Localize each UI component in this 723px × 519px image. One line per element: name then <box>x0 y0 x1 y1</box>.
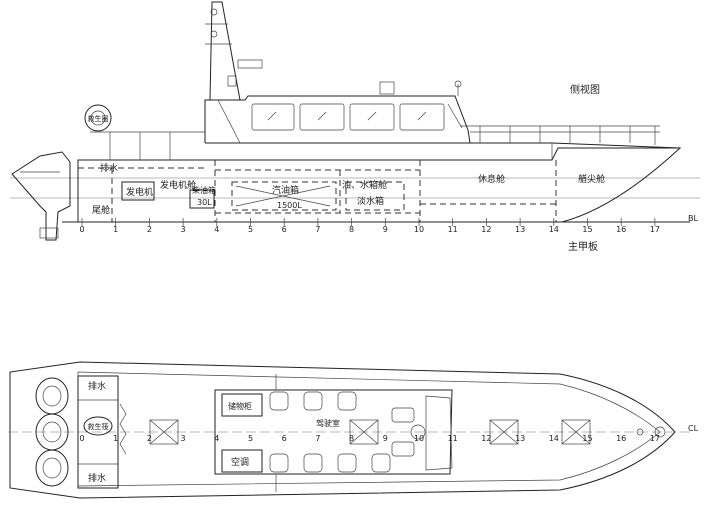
mast <box>205 1 263 101</box>
plan-frame-label-3: 3 <box>181 434 186 443</box>
wheelhouse-outline <box>214 389 453 475</box>
side-frame-label-5: 5 <box>248 225 253 234</box>
plan-view: CL 排水 排水 救生筏 <box>8 361 699 499</box>
side-frame-label-2: 2 <box>147 225 152 234</box>
side-view-title: 侧视图 <box>570 83 600 96</box>
cabin-windows <box>251 103 463 131</box>
plan-frame-label-17: 17 <box>650 434 660 443</box>
baseline-label: BL <box>688 214 698 223</box>
lifebuoy-label: 救生圈 <box>88 114 109 123</box>
seats <box>269 391 426 473</box>
side-frame-label-10: 10 <box>414 225 424 234</box>
plan-frame-label-12: 12 <box>481 434 491 443</box>
storage-box <box>221 393 263 417</box>
drain-bottom-label: 排水 <box>88 472 106 484</box>
side-frame-label-11: 11 <box>448 225 458 234</box>
aircon-box <box>221 449 263 473</box>
side-frame-label-12: 12 <box>481 225 491 234</box>
plan-frame-label-8: 8 <box>349 434 354 443</box>
plan-frame-label-11: 11 <box>448 434 458 443</box>
fuel-tank-label: 汽油箱 <box>272 184 299 196</box>
side-frame-label-15: 15 <box>582 225 592 234</box>
side-frame-label-14: 14 <box>549 225 559 234</box>
side-frame-label-0: 0 <box>79 225 84 234</box>
plan-frame-label-15: 15 <box>582 434 592 443</box>
rest-room-label: 休息舱 <box>478 173 505 185</box>
fresh-water-box <box>345 181 405 211</box>
plan-frame-label-1: 1 <box>113 434 118 443</box>
generator-room-label: 发电机舱 <box>160 179 196 191</box>
fuel-tank-box <box>231 181 337 211</box>
side-frame-label-8: 8 <box>349 225 354 234</box>
generator-label: 发电机 <box>126 186 153 198</box>
fresh-water-label: 淡水箱 <box>357 195 384 207</box>
side-frame-label-13: 13 <box>515 225 525 234</box>
side-frame-label-1: 1 <box>113 225 118 234</box>
aircon-label: 空调 <box>231 456 249 468</box>
bow-room-label: 艏尖舱 <box>578 173 605 185</box>
drain-top-label: 排水 <box>88 380 106 392</box>
compartment-lines <box>78 160 557 222</box>
outboard-engines-plan <box>35 377 69 487</box>
oil-water-room-label: 油、水箱舱 <box>342 179 387 191</box>
fuel-volume: 1500L <box>277 201 302 210</box>
plan-frame-label-16: 16 <box>616 434 626 443</box>
liferaft-icon <box>83 416 113 436</box>
plan-frame-label-10: 10 <box>414 434 424 443</box>
plan-frame-label-5: 5 <box>248 434 253 443</box>
plan-frame-label-4: 4 <box>214 434 219 443</box>
side-frame-label-6: 6 <box>282 225 287 234</box>
plan-frame-label-14: 14 <box>549 434 559 443</box>
life-buoy <box>84 104 112 132</box>
liferaft-label: 救生筏 <box>88 422 109 431</box>
plan-frame-label-6: 6 <box>282 434 287 443</box>
wheelhouse-label: 驾驶室 <box>316 418 340 428</box>
plan-frame-label-9: 9 <box>383 434 388 443</box>
railing <box>90 125 660 160</box>
stern-label: 尾舱 <box>92 204 110 216</box>
outboard-engine <box>11 151 71 241</box>
side-frame-label-3: 3 <box>181 225 186 234</box>
plan-frame-label-2: 2 <box>147 434 152 443</box>
diesel-volume: 30L <box>197 198 212 207</box>
storage-label: 储物柜 <box>228 401 252 411</box>
plan-hull-outline <box>9 361 676 499</box>
deck-hatches <box>149 419 591 445</box>
side-frame-label-7: 7 <box>315 225 320 234</box>
side-frame-label-9: 9 <box>383 225 388 234</box>
plan-frame-label-13: 13 <box>515 434 525 443</box>
side-frame-label-4: 4 <box>214 225 219 234</box>
plan-frame-label-7: 7 <box>315 434 320 443</box>
diesel-tank-label: 柴油箱 <box>192 185 216 195</box>
drain-label: 排水 <box>100 162 118 174</box>
centerline-label: CL <box>688 424 699 433</box>
diesel-tank-box <box>189 189 215 209</box>
plan-frame-label-0: 0 <box>79 434 84 443</box>
side-frame-label-16: 16 <box>616 225 626 234</box>
generator-box <box>121 181 155 201</box>
superstructure <box>204 95 471 144</box>
side-frame-label-17: 17 <box>650 225 660 234</box>
side-view: 救生圈 排水 尾舱 发电机 发电机舱 柴油箱 30L 汽油箱 1 <box>10 1 700 253</box>
main-deck-label: 主甲板 <box>568 240 598 253</box>
